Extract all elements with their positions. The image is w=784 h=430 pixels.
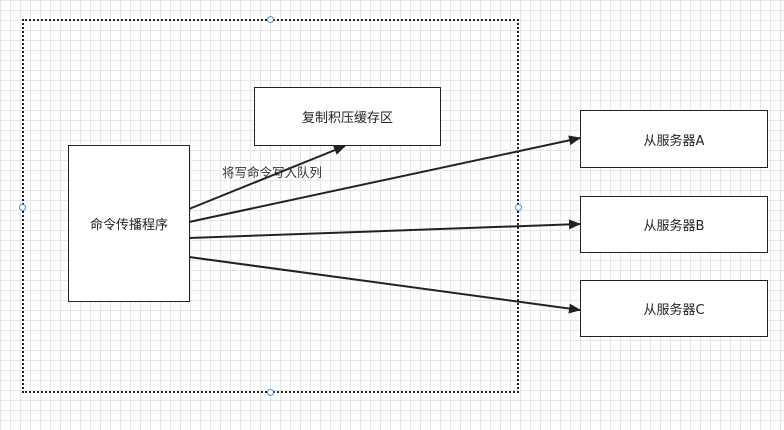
resize-handle-left[interactable] <box>19 204 26 211</box>
edge-to-slave-a[interactable] <box>188 135 581 223</box>
edge-to-backlog[interactable] <box>188 145 346 210</box>
edge-to-slave-c[interactable] <box>188 256 581 314</box>
node-replication-backlog-label: 复制积压缓存区 <box>301 111 393 126</box>
resize-handle-right[interactable] <box>515 204 522 211</box>
edge-to-slave-b[interactable] <box>188 219 581 239</box>
node-slave-b[interactable]: 从服务器B <box>580 196 768 253</box>
node-slave-b-label: 从服务器B <box>643 219 705 234</box>
resize-handle-bottom[interactable] <box>267 389 274 396</box>
node-replication-backlog[interactable]: 复制积压缓存区 <box>254 87 441 146</box>
node-slave-a-label: 从服务器A <box>643 133 705 149</box>
resize-handle-top[interactable] <box>267 16 274 23</box>
node-command-propagator[interactable]: 命令传播程序 <box>68 145 190 302</box>
node-slave-c[interactable]: 从服务器C <box>580 280 768 337</box>
node-command-propagator-label: 命令传播程序 <box>89 218 168 233</box>
edge-label-write-queue: 将写命令写入队列 <box>222 165 323 180</box>
node-slave-c-label: 从服务器C <box>643 303 705 318</box>
node-slave-a[interactable]: 从服务器A <box>580 110 768 168</box>
